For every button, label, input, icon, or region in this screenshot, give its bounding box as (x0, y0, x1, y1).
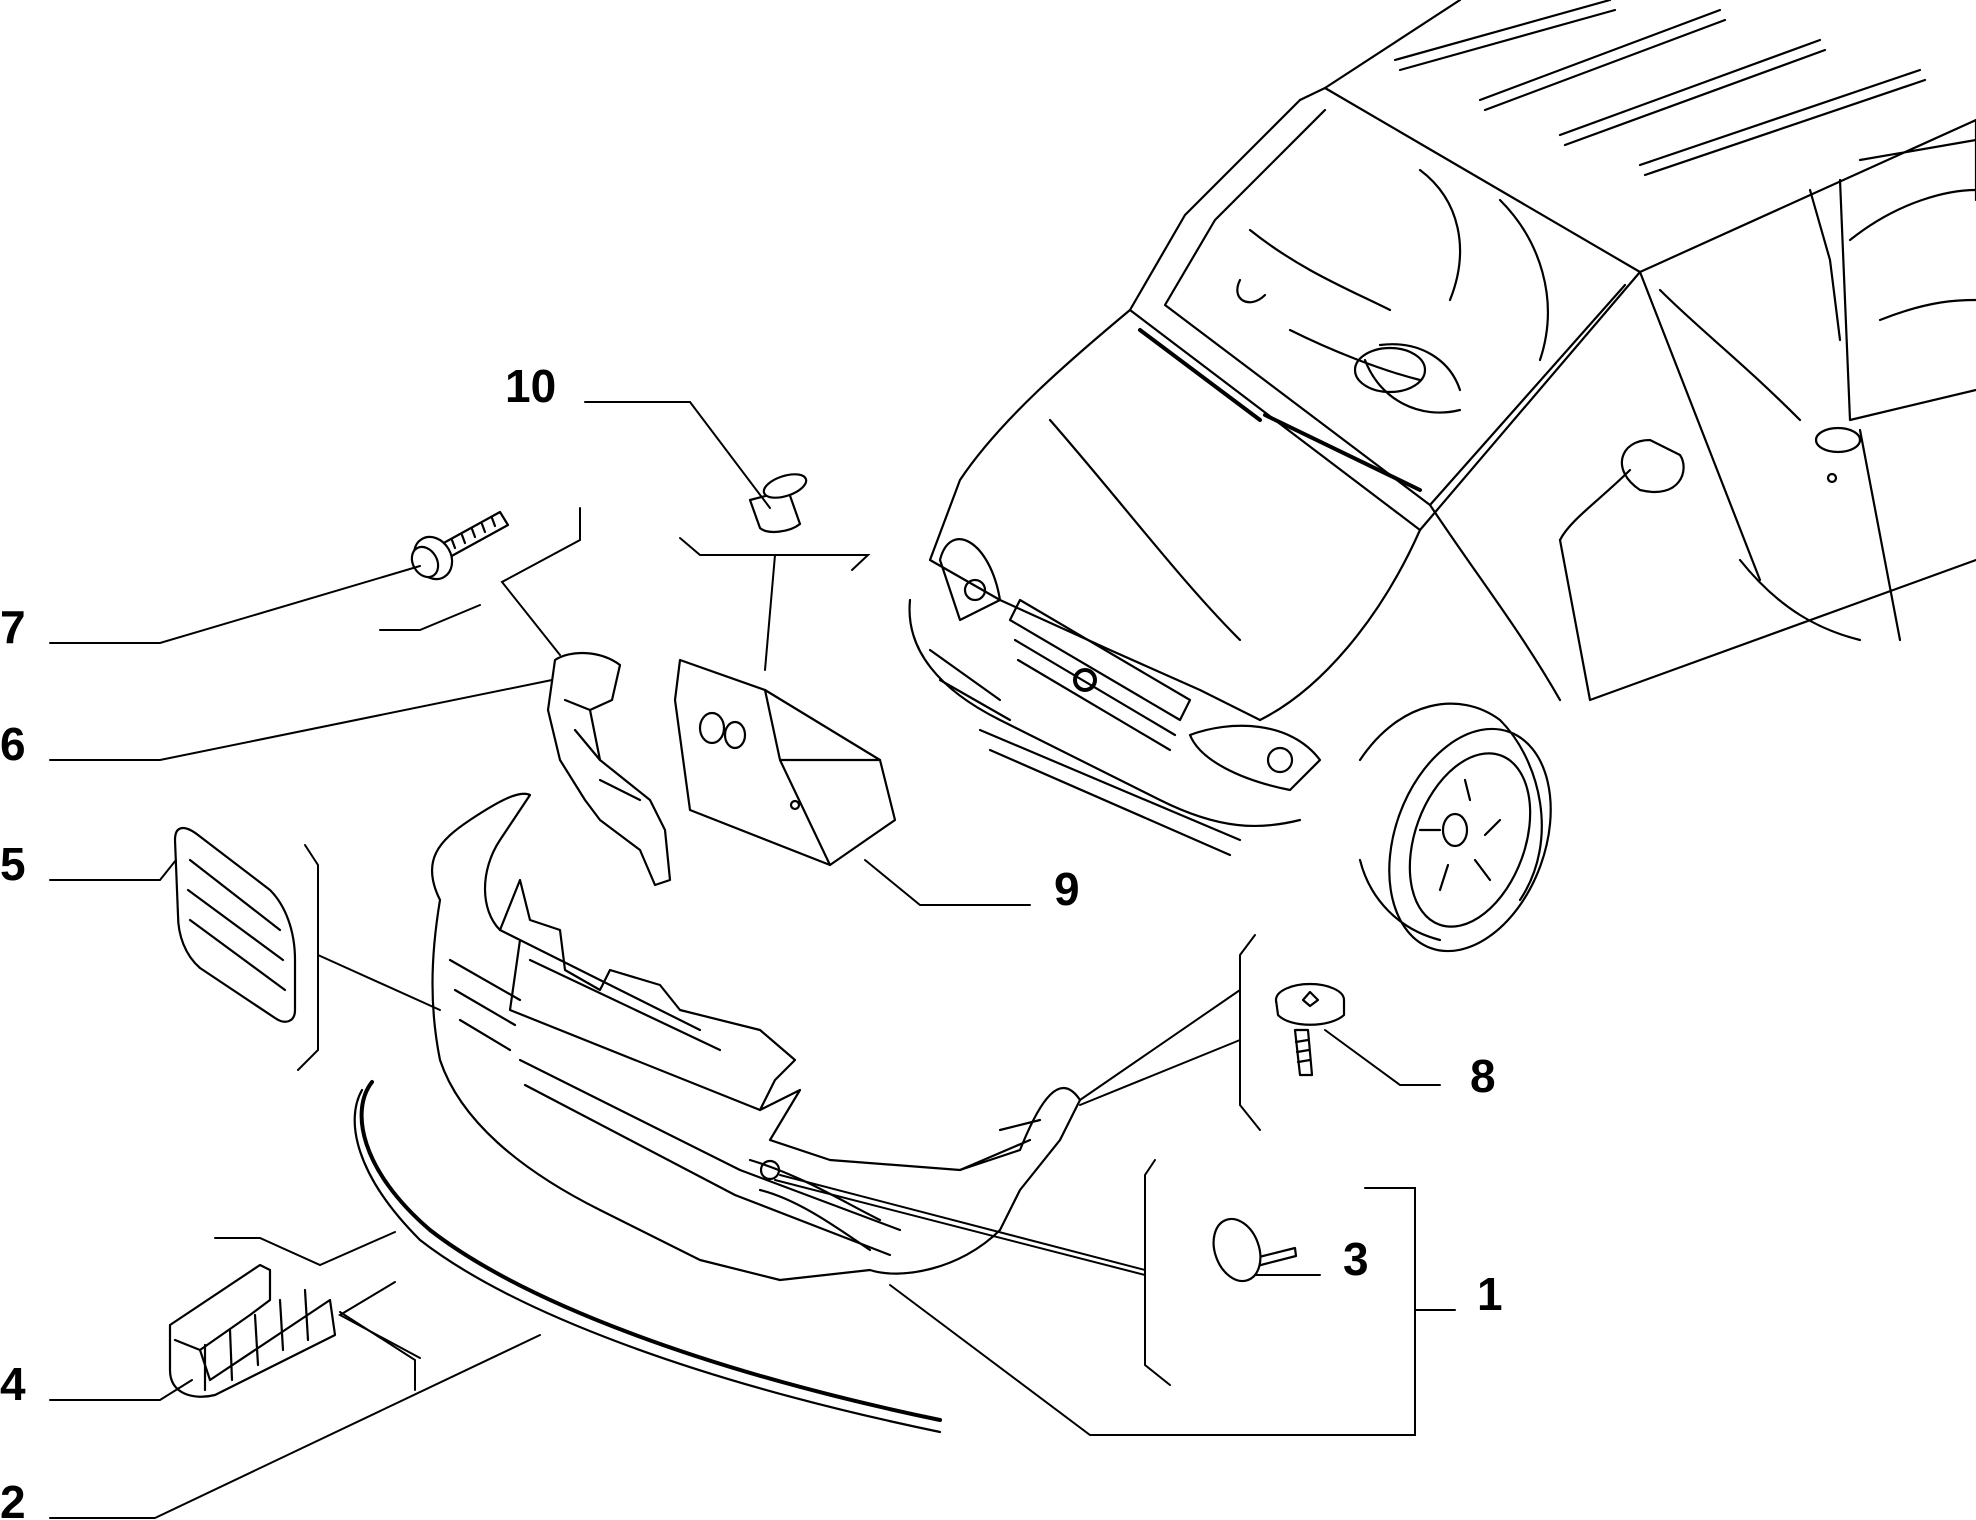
part-10-clip (748, 473, 808, 534)
callout-8: 8 (1470, 1050, 1496, 1102)
callout-10: 10 (505, 360, 556, 412)
part-6-bracket (546, 651, 672, 887)
callout-1: 1 (1477, 1268, 1503, 1320)
part-3-cap (1212, 1217, 1298, 1283)
part-5-grille (173, 827, 297, 1023)
callout-4: 4 (0, 1358, 26, 1410)
callout-3: 3 (1343, 1233, 1369, 1285)
callout-5: 5 (0, 838, 26, 890)
vehicle-illustration (908, 0, 1976, 953)
part-7-bolt (410, 510, 510, 581)
callout-labels: 10 7 6 5 9 8 3 1 4 2 (0, 360, 1503, 1520)
callout-6: 6 (0, 718, 26, 770)
callout-7: 7 (0, 601, 26, 653)
callout-2: 2 (0, 1476, 26, 1520)
part-1-bumper (430, 792, 1082, 1282)
part-4-clip (168, 1263, 337, 1398)
part-9-support (673, 658, 897, 867)
callout-9: 9 (1054, 863, 1080, 915)
part-2-strip (353, 1080, 942, 1434)
part-8-screw (1274, 982, 1346, 1077)
leader-lines (49, 401, 1456, 1519)
